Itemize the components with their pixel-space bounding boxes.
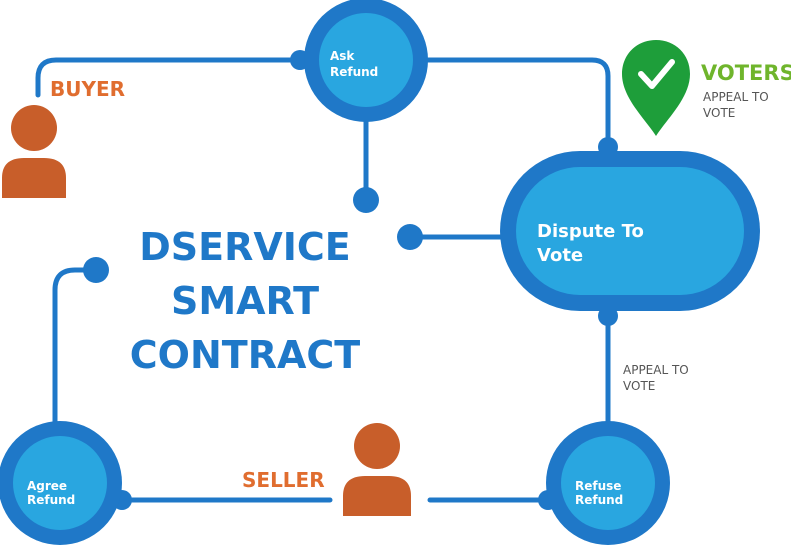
connector-lines [35,57,611,503]
voters-appeal-line-1: APPEAL TO [703,90,769,104]
person-icon [2,105,66,198]
dispute-appeal-line-1: APPEAL TO [623,363,689,377]
voters-appeal-line-2: VOTE [703,106,735,120]
dot-center-right [397,224,423,250]
line-buyer-to-ask [35,57,303,98]
node-refuse-refund: Refuse Refund [546,421,670,545]
seller-label: SELLER [242,468,325,492]
node-dispute-to-vote: Dispute To Vote [500,151,760,311]
node-agree-refund-label: Agree Refund [27,479,75,507]
refuse-refund-line-2: Refund [575,493,623,507]
connector-dots [83,50,618,510]
agree-refund-line-2: Refund [27,493,75,507]
node-ask-refund-label: Ask Refund [330,49,378,79]
refuse-refund-line-1: Refuse [575,479,621,493]
line-ask-to-dispute [425,57,611,150]
node-ask-refund: Ask Refund [304,0,428,122]
dispute-line-1: Dispute To [537,221,644,242]
voters-group: VOTERS APPEAL TO VOTE [622,40,791,136]
title-line-2: SMART [171,279,319,323]
title-line-1: DSERVICE [139,225,351,269]
line-agree-up [52,267,99,431]
buyer-label: BUYER [50,77,125,101]
ask-refund-line-2: Refund [330,65,378,79]
voters-label: VOTERS [701,61,791,85]
agree-refund-line-1: Agree [27,479,67,493]
voters-appeal-note: APPEAL TO VOTE [703,90,773,120]
dot-agree-top [83,257,109,283]
title-line-3: CONTRACT [130,333,360,377]
node-dispute-label: Dispute To Vote [537,221,650,266]
map-pin-check-icon [622,40,690,136]
dispute-appeal-line-2: VOTE [623,379,655,393]
seller-group: SELLER [242,423,411,516]
dispute-line-2: Vote [537,245,583,266]
dot-ask-bottom [353,187,379,213]
buyer-group: BUYER [2,77,125,198]
person-icon [343,423,411,516]
dispute-appeal-note: APPEAL TO VOTE [623,363,693,393]
ask-refund-line-1: Ask [330,49,355,63]
diagram-title: DSERVICE SMART CONTRACT [130,225,360,377]
node-agree-refund: Agree Refund [0,421,122,545]
node-refuse-refund-label: Refuse Refund [575,479,626,507]
